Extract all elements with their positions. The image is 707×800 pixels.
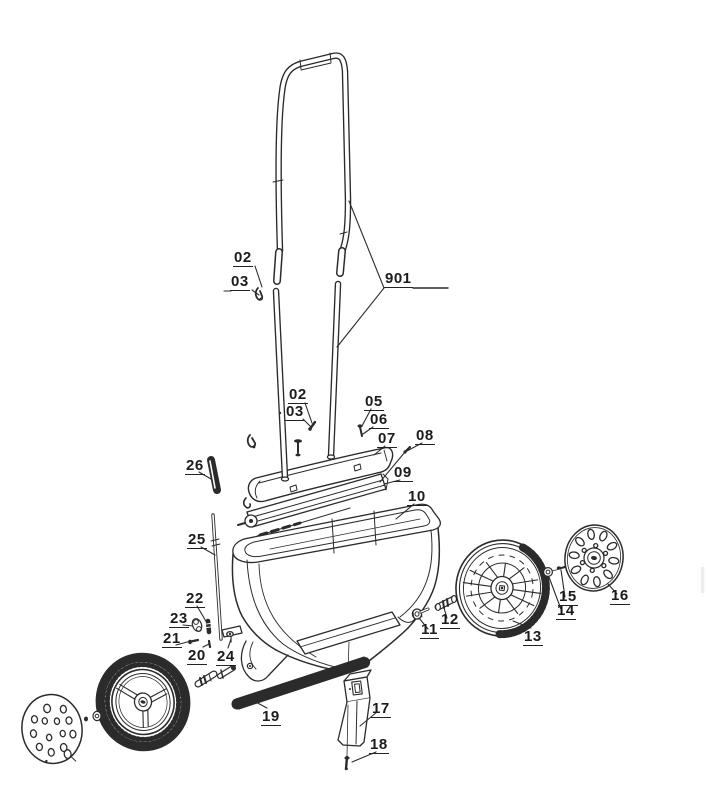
part-label-19: 19: [261, 708, 281, 726]
part-label-07: 07: [377, 430, 397, 448]
right-axle-parts: [411, 595, 458, 620]
part-label-02-upper: 02: [233, 249, 253, 267]
left-wheel: [95, 652, 191, 752]
part-label-22: 22: [185, 590, 205, 608]
part-label-05: 05: [364, 393, 384, 411]
control-rod-25: [210, 513, 223, 641]
part-label-11: 11: [420, 621, 439, 639]
left-axle-parts: [194, 665, 236, 688]
part-label-23: 23: [169, 610, 189, 628]
part-label-24: 24: [216, 648, 236, 666]
part-label-09: 09: [393, 464, 413, 482]
part-label-13: 13: [523, 628, 543, 646]
agitator-bar-19: [231, 656, 372, 710]
part-label-06: 06: [369, 411, 389, 429]
gate-plate: [296, 611, 401, 655]
part-label-14: 14: [556, 602, 576, 620]
leader-lines: [175, 200, 618, 763]
part-label-03-upper: 03: [230, 273, 250, 291]
part-label-17: 17: [371, 700, 391, 718]
hopper-10: [221, 503, 441, 682]
edge-artifact: [701, 567, 705, 593]
part-label-901: 901: [384, 270, 413, 288]
slide-bar-09: [237, 473, 389, 537]
deflector-17: [337, 641, 372, 757]
handle-901: [272, 52, 352, 482]
part-label-16: 16: [610, 587, 630, 605]
part-label-20: 20: [187, 647, 207, 665]
handle-fasteners: [246, 287, 412, 457]
part-label-08: 08: [415, 427, 435, 445]
left-hubcap-disc: [21, 693, 102, 765]
part-label-12: 12: [440, 611, 460, 629]
part-label-26: 26: [185, 457, 205, 475]
part-label-03-mid: 03: [285, 403, 305, 421]
part-label-25: 25: [187, 531, 207, 549]
right-hubcap-disc-16: [564, 524, 624, 592]
part-label-18: 18: [369, 736, 389, 754]
screw-18: [344, 755, 350, 771]
part-label-15: 15: [558, 588, 578, 606]
part-label-02-mid: 02: [288, 386, 308, 404]
hopper-lid-07: [247, 446, 394, 503]
rod-grip-26: [207, 456, 221, 494]
part-label-21: 21: [162, 630, 182, 648]
right-wheel-13: [455, 539, 550, 639]
part-label-10: 10: [407, 488, 427, 506]
rod-hardware-20-23: [188, 618, 212, 649]
